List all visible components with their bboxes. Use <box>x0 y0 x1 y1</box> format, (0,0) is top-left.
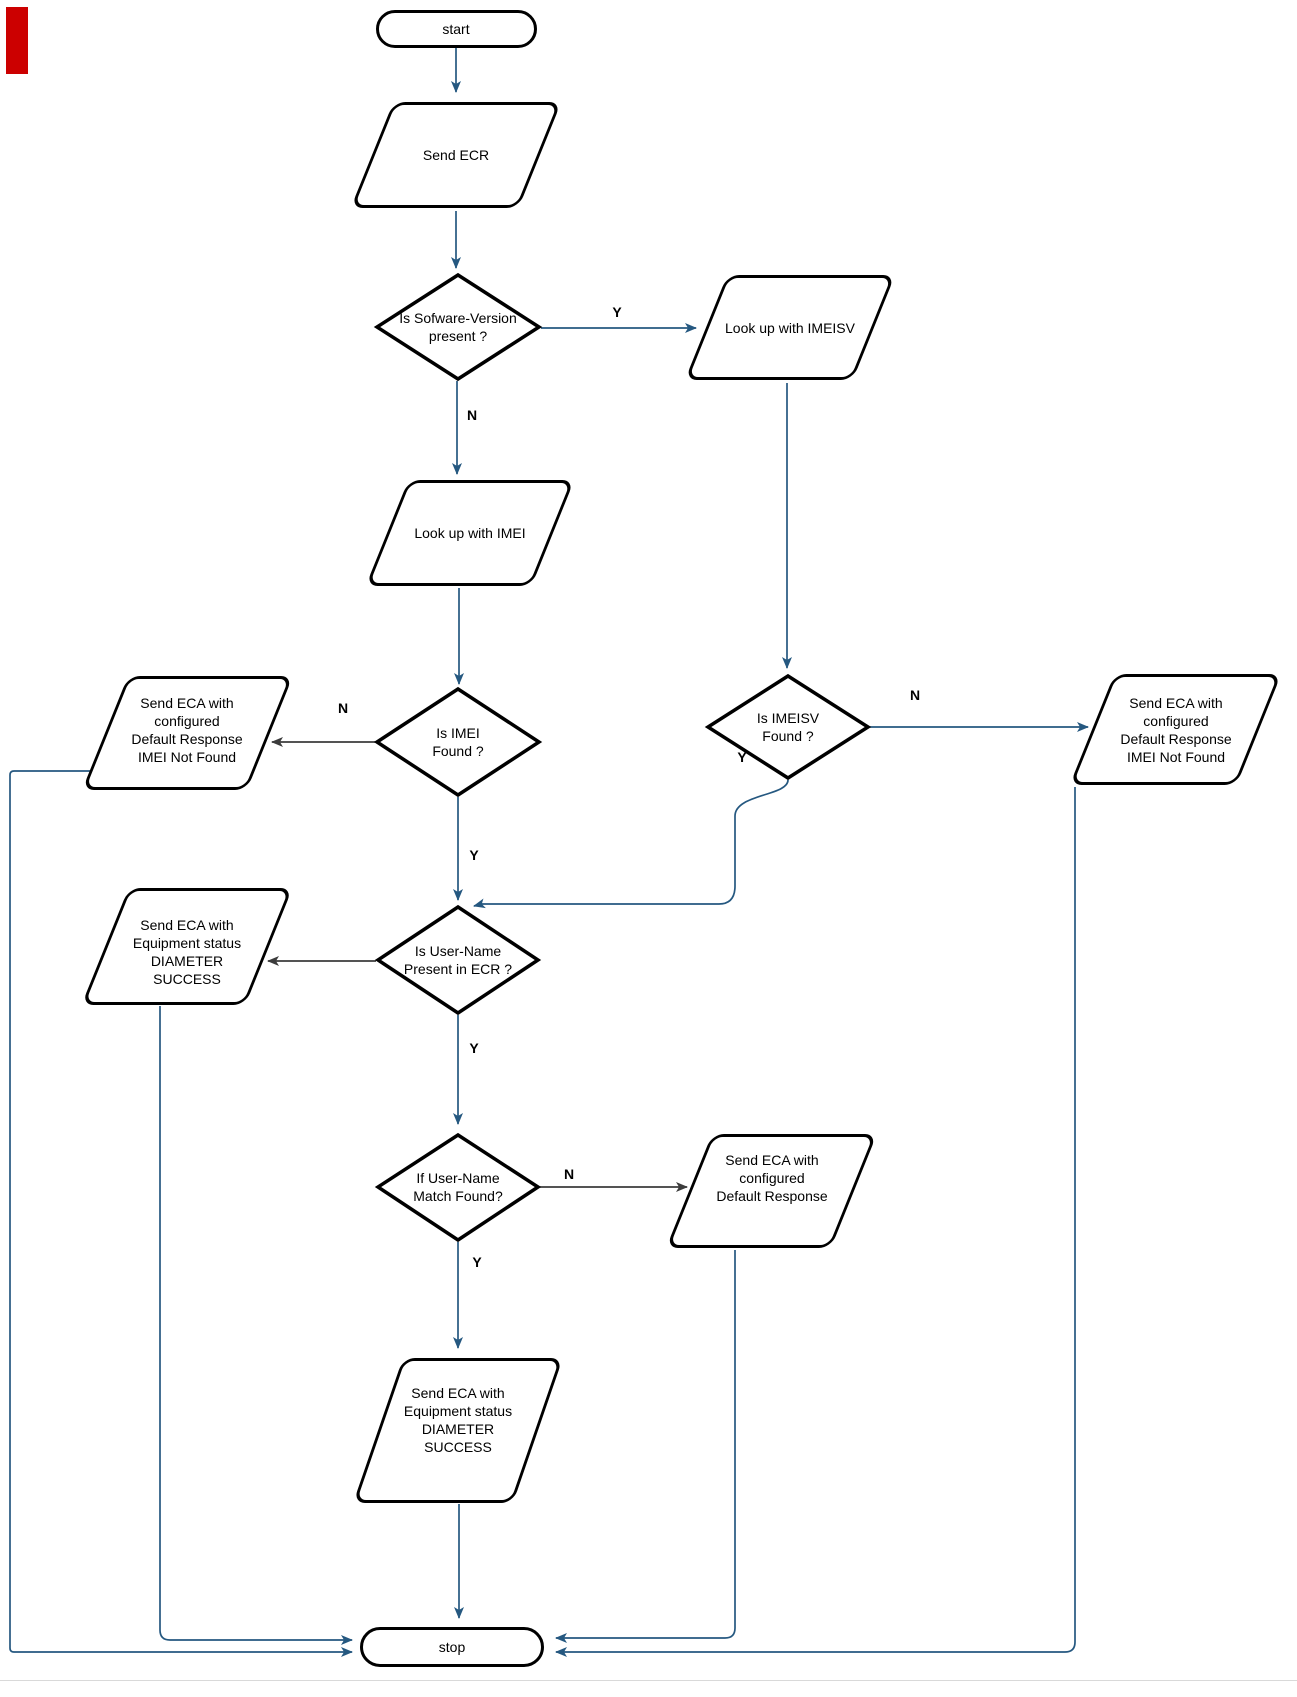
edge-label-user-name-match-yes: Y <box>472 1254 482 1270</box>
page-divider <box>0 1680 1297 1681</box>
send-ecr-label: Send ECR <box>422 147 490 163</box>
send-eca-equipment-success-bottom-label: Send ECA with Equipment status DIAMETER … <box>403 1385 513 1455</box>
edge-label-software-version-yes: Y <box>612 304 622 320</box>
node-start <box>376 10 537 48</box>
send-eca-default-imei-not-found-right-label: Send ECA with configured Default Respons… <box>1120 695 1232 765</box>
send-eca-default-response-label: Send ECA with configured Default Respons… <box>716 1152 828 1204</box>
node-stop <box>360 1627 544 1667</box>
edge-label-imei-found-yes: Y <box>469 847 479 863</box>
look-up-with-imeisv-label: Look up with IMEISV <box>725 320 855 336</box>
edge-label-user-name-present-yes: Y <box>469 1040 479 1056</box>
is-imeisv-found-label: Is IMEISV Found ? <box>756 710 820 744</box>
edge-label-imeisv-found-yes: Y <box>737 749 747 765</box>
send-eca-default-imei-not-found-left-label: Send ECA with configured Default Respons… <box>131 695 243 765</box>
is-software-version-present-label: Is Sofware-Version present ? <box>399 310 517 344</box>
if-user-name-match-label: If User-Name Match Found? <box>413 1170 503 1204</box>
start-label: start <box>442 21 470 37</box>
edge-label-imeisv-found-no: N <box>909 687 921 703</box>
red-marker-bar <box>6 7 28 74</box>
stop-label: stop <box>438 1639 466 1655</box>
is-imei-found-label: Is IMEI Found ? <box>432 725 484 759</box>
is-user-name-present-label: Is User-Name Present in ECR ? <box>403 943 513 977</box>
edge-label-user-name-match-no: N <box>563 1166 575 1182</box>
edge-label-imei-found-no: N <box>337 700 349 716</box>
edge-label-software-version-no: N <box>466 407 478 423</box>
look-up-with-imei-label: Look up with IMEI <box>414 525 526 541</box>
send-eca-equipment-success-left-label: Send ECA with Equipment status DIAMETER … <box>132 917 242 987</box>
